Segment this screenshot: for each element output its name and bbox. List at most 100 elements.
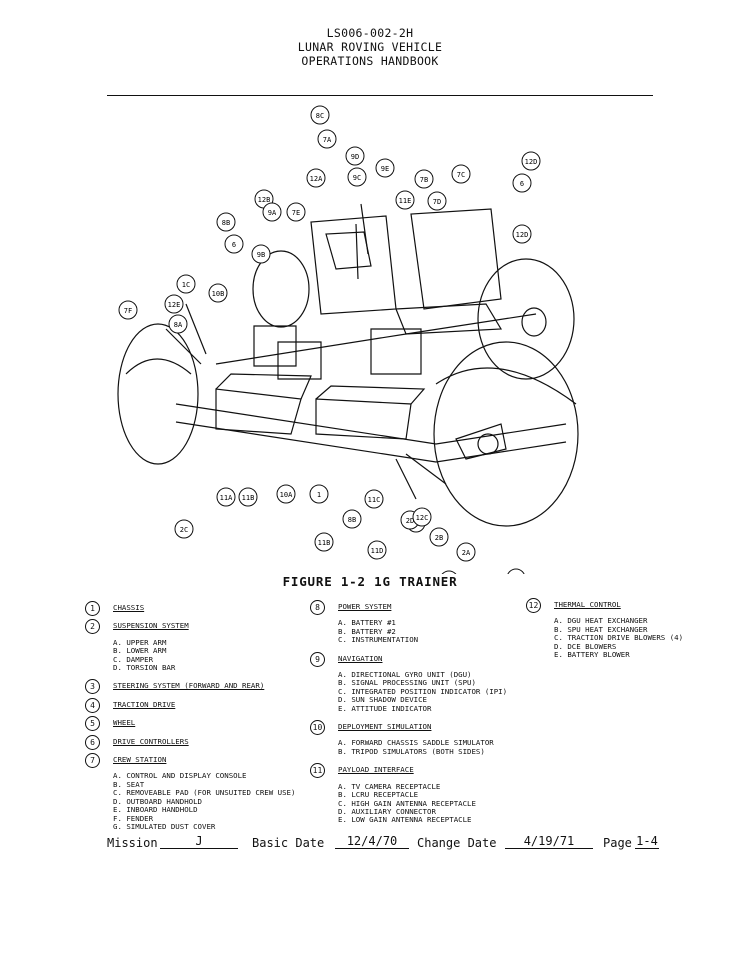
callout-label: 11C: [368, 496, 381, 504]
page-label: Page: [603, 836, 632, 850]
callout-bubble: 6: [512, 173, 532, 193]
callout-bubble: 11A: [216, 487, 236, 507]
section-item: D. TORSION BAR: [113, 663, 176, 673]
page-value: 1-4: [635, 834, 659, 849]
callout-label: 9A: [268, 209, 277, 217]
section-title: STEERING SYSTEM (FORWARD AND REAR): [113, 681, 265, 691]
change-date-value: 4/19/71: [505, 834, 593, 849]
section-item: E. LOW GAIN ANTENNA RECEPTACLE: [338, 815, 472, 825]
callout-bubble: 8C: [310, 105, 330, 125]
callout-bubble: 11C: [364, 489, 384, 509]
section-number-badge: 9: [310, 651, 325, 667]
section-item: C. REMOVEABLE PAD (FOR UNSUITED CREW USE…: [113, 788, 296, 798]
section-number-badge: 3: [85, 679, 100, 695]
callout-label: 11B: [318, 539, 331, 547]
document-title-line-2: OPERATIONS HANDBOOK: [301, 54, 439, 68]
callout-bubble: 1C: [176, 274, 196, 294]
callout-bubble: 8B: [342, 509, 362, 529]
section-item: B. LOWER ARM: [113, 646, 167, 656]
callout-bubble: 11B: [238, 487, 258, 507]
section-number-badge: 2: [85, 619, 100, 635]
callout-label: 11A: [220, 494, 233, 502]
callout-bubble: 12E: [164, 294, 184, 314]
callout-label: 10B: [212, 290, 225, 298]
callout-bubble: 12C: [412, 507, 432, 527]
callout-bubble: 8A: [168, 314, 188, 334]
section-item: B. SPU HEAT EXCHANGER: [554, 624, 648, 634]
callout-bubble: 9C: [347, 167, 367, 187]
basic-date-value: 12/4/70: [335, 834, 409, 849]
callout-label: 2B: [435, 534, 443, 542]
basic-date-label: Basic Date: [252, 836, 325, 850]
section-item: C. INSTRUMENTATION: [338, 635, 419, 645]
section-title: POWER SYSTEM: [338, 602, 392, 611]
callout-label: 11D: [371, 547, 384, 555]
callout-bubble: 2B: [429, 527, 449, 547]
callout-label: 12C: [416, 514, 429, 522]
section-number-badge: 6: [85, 734, 100, 750]
section-item: C. INTEGRATED POSITION INDICATOR (IPI): [338, 686, 508, 696]
document-title-line-1: LUNAR ROVING VEHICLE: [297, 40, 443, 54]
section-item: A. BATTERY #1: [338, 618, 396, 628]
section-number-badge: 5: [85, 716, 100, 732]
callout-bubble: 8B: [216, 212, 236, 232]
section-title: DEPLOYMENT SIMULATION: [338, 722, 432, 732]
callout-bubble: 5: [507, 568, 525, 574]
callout-label: 7C: [457, 171, 465, 179]
callout-bubble: 7A: [317, 129, 337, 149]
callout-label: 8B: [348, 516, 356, 524]
section-item: E. BATTERY BLOWER: [554, 650, 630, 660]
callout-label: 7F: [124, 307, 132, 315]
section-item: C. HIGH GAIN ANTENNA RECEPTACLE: [338, 798, 476, 808]
callout-label: 1C: [182, 281, 190, 289]
callout-label: 9B: [257, 251, 265, 259]
section-item: B. LCRU RECEPTACLE: [338, 790, 419, 800]
document-footer: Mission J Basic Date 12/4/70 Change Date…: [107, 834, 667, 858]
callout-bubble: 9D: [345, 146, 365, 166]
callout-bubble: 3: [441, 570, 457, 574]
mission-label: Mission: [107, 836, 158, 850]
callout-bubble: 9E: [375, 158, 395, 178]
section-number-badge: 4: [85, 697, 100, 713]
section-item: A. DIRECTIONAL GYRO UNIT (DGU): [338, 670, 472, 680]
section-number-badge: 1: [85, 601, 100, 616]
callout-label: 10A: [280, 491, 293, 499]
section-item: F. FENDER: [113, 813, 154, 823]
section-item: A. CONTROL AND DISPLAY CONSOLE: [113, 771, 247, 781]
legend-section: 3 STEERING SYSTEM (FORWARD AND REAR): [85, 679, 303, 695]
callout-bubble: 2A: [456, 542, 476, 562]
callout-bubble: 9B: [251, 244, 271, 264]
section-item: E. ATTITUDE INDICATOR: [338, 703, 432, 713]
callout-bubble: 7C: [451, 164, 471, 184]
callout-label: 7A: [323, 136, 332, 144]
callout-bubble: 12D: [512, 224, 532, 244]
change-date-label: Change Date: [417, 836, 497, 850]
section-item: D. SUN SHADOW DEVICE: [338, 695, 427, 705]
section-title: SUSPENSION SYSTEM: [113, 621, 189, 631]
section-item: B. TRIPOD SIMULATORS (BOTH SIDES): [338, 746, 485, 756]
callout-label: 7B: [420, 176, 428, 184]
section-item: C. TRACTION DRIVE BLOWERS (4): [554, 633, 684, 643]
callout-bubble: 7B: [414, 169, 434, 189]
callout-label: 8A: [174, 321, 183, 329]
section-item: G. SIMULATED DUST COVER: [113, 821, 216, 831]
callout-label: 9E: [381, 165, 389, 173]
section-number-badge: 10: [310, 720, 325, 736]
callout-label: 9C: [353, 174, 361, 182]
section-item: B. SIGNAL PROCESSING UNIT (SPU): [338, 678, 476, 688]
callout-bubble: 10A: [276, 484, 296, 504]
section-item: A. DGU HEAT EXCHANGER: [554, 616, 648, 626]
mission-value: J: [160, 834, 238, 849]
callout-bubble: 10B: [208, 283, 228, 303]
